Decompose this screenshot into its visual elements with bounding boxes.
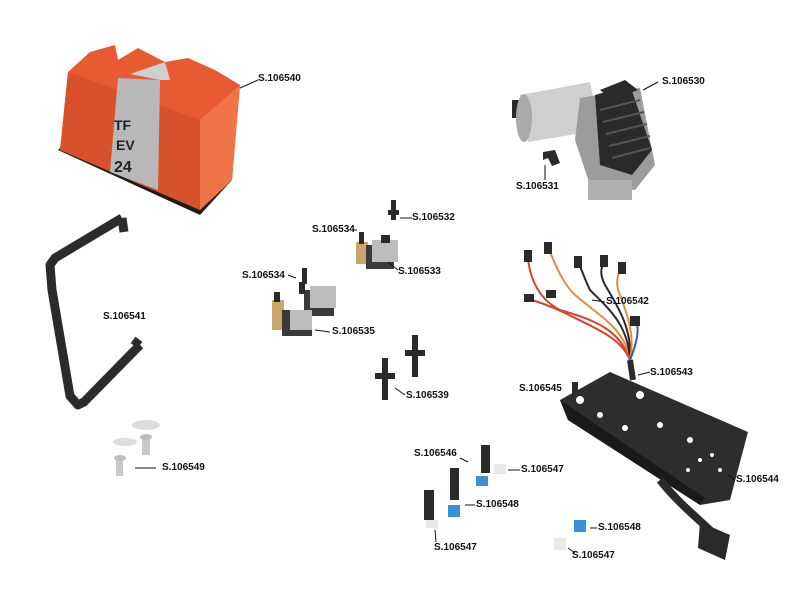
label-s106532: S.106532 [412,212,455,223]
label-s106540: S.106540 [258,73,301,84]
compressor-part [512,80,659,200]
bolt-washer-part [113,420,160,476]
label-s106547-c: S.106547 [572,550,615,561]
label-s106541: S.106541 [103,311,146,322]
valve-caps-group-part [424,445,597,554]
label-s106530: S.106530 [662,76,705,87]
label-s106545: S.106545 [519,383,562,394]
label-s106531: S.106531 [516,181,559,192]
label-s106542: S.106542 [606,296,649,307]
label-s106544: S.106544 [736,474,779,485]
wiring-harness-part [524,242,640,361]
base-plate-part [560,359,748,560]
label-s106534-b: S.106534 [242,270,285,281]
single-fitting-part [388,200,412,220]
label-s106533: S.106533 [398,266,441,277]
tee-fittings-part [375,335,425,400]
label-s106547-b: S.106547 [434,542,477,553]
label-s106548-a: S.106548 [476,499,519,510]
solenoid-valve-upper-part [350,229,399,271]
label-s106543: S.106543 [650,367,693,378]
label-s106535: S.106535 [332,326,375,337]
label-s106534-a: S.106534 [312,224,355,235]
label-s106549: S.106549 [162,462,205,473]
label-s106548-b: S.106548 [598,522,641,533]
bracket-frame-part [45,214,144,410]
cover-logo-line3: 24 [114,159,132,176]
cover-logo-line2: EV [116,137,135,153]
cover-logo-line1: TF [114,117,132,133]
orange-cover-part: TF EV 24 [58,45,259,215]
elbow-fitting-part [543,150,560,180]
label-s106539: S.106539 [406,390,449,401]
label-s106546: S.106546 [414,448,457,459]
label-s106547-a: S.106547 [521,464,564,475]
solenoid-valve-lower-part [272,268,336,336]
